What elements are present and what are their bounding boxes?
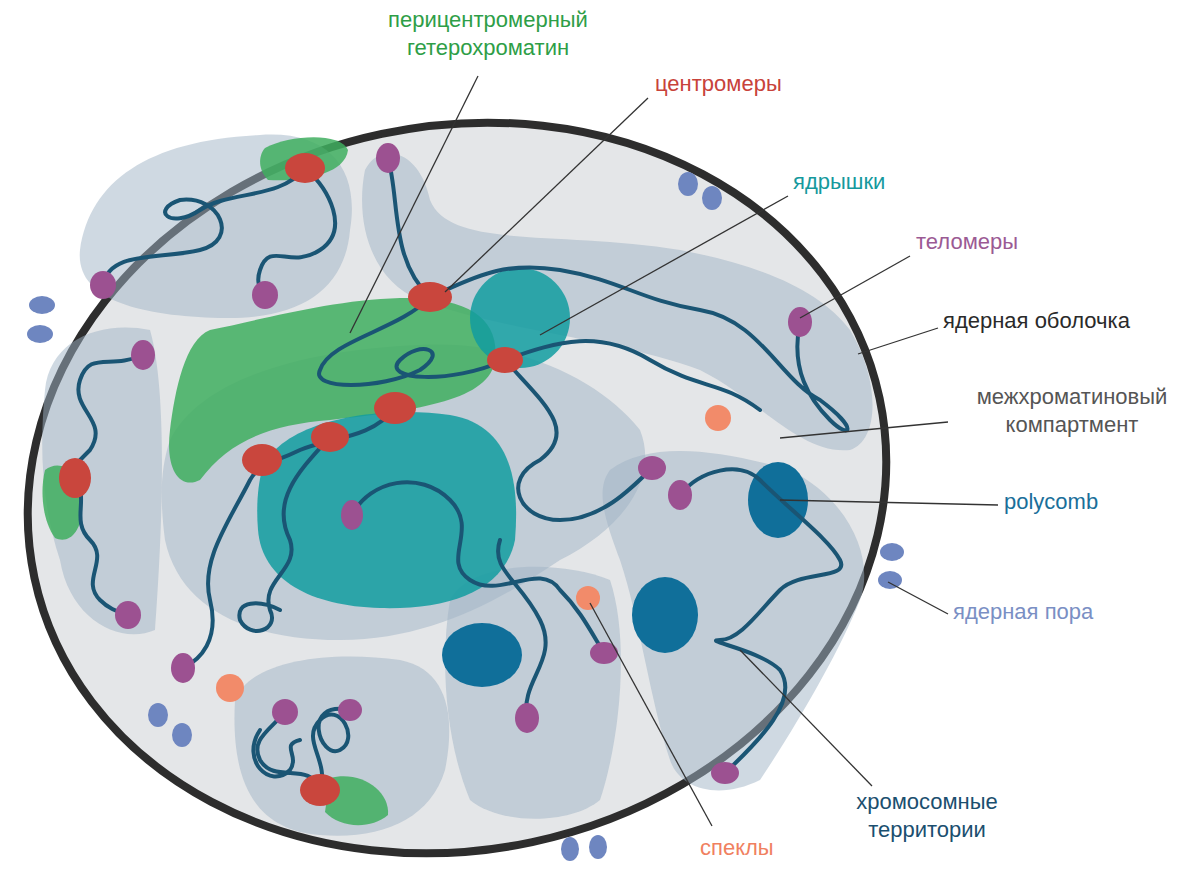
leader-line xyxy=(350,76,998,826)
nuclear-pore xyxy=(27,172,904,861)
chromosome-territories xyxy=(42,135,872,836)
structure-label: центромеры xyxy=(655,70,782,98)
structure-label: перицентромерный гетерохроматин xyxy=(358,6,618,62)
structure-label: ядрышки xyxy=(793,168,885,196)
nucleolus xyxy=(257,268,570,608)
structure-label: ядерная пора xyxy=(953,598,1093,626)
telomere xyxy=(90,143,812,784)
structure-label: ядерная оболочка xyxy=(943,307,1130,335)
structure-label: межхроматиновый компартмент xyxy=(952,383,1192,439)
structure-label: теломеры xyxy=(916,228,1018,256)
nuclear-envelope xyxy=(0,44,955,882)
structure-label: спеклы xyxy=(700,834,774,862)
structure-label: хромосомные территории xyxy=(832,788,1022,844)
chromatin-fibre xyxy=(68,158,848,790)
speckle xyxy=(216,405,731,702)
structure-label: polycomb xyxy=(1004,488,1098,516)
centromere xyxy=(59,153,523,806)
